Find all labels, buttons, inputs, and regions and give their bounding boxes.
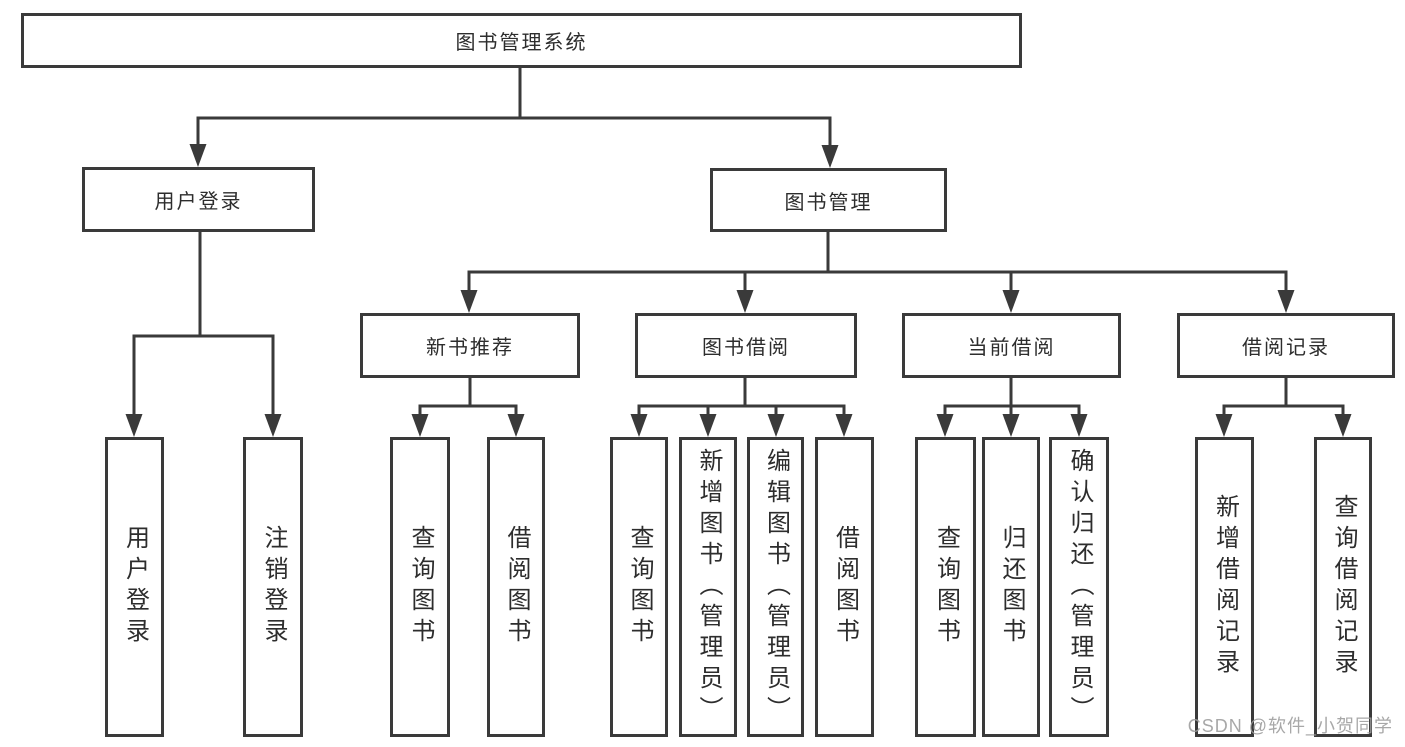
leaf-query-borrow-record-label: 查询借阅记录 bbox=[1330, 494, 1357, 680]
node-book-management: 图书管理 bbox=[710, 168, 947, 232]
leaf-logout-label: 注销登录 bbox=[260, 525, 287, 649]
leaf-query-borrow-record: 查询借阅记录 bbox=[1314, 437, 1372, 737]
leaf-confirm-return-admin-label: 确认归还（管理员） bbox=[1066, 447, 1093, 727]
leaf-query-books-borrow-label: 查询图书 bbox=[626, 525, 653, 649]
leaf-add-books-admin: 新增图书（管理员） bbox=[679, 437, 737, 737]
node-book-borrow: 图书借阅 bbox=[635, 313, 857, 378]
leaf-user-login-label: 用户登录 bbox=[121, 525, 149, 649]
node-user-login: 用户登录 bbox=[82, 167, 315, 232]
leaf-borrow-books-recommend: 借阅图书 bbox=[487, 437, 545, 737]
leaf-add-borrow-record: 新增借阅记录 bbox=[1195, 437, 1254, 737]
leaf-query-books-current-label: 查询图书 bbox=[932, 525, 960, 649]
leaf-query-books-current: 查询图书 bbox=[915, 437, 976, 737]
leaf-edit-books-admin-label: 编辑图书（管理员） bbox=[762, 447, 790, 727]
node-new-book-recommend: 新书推荐 bbox=[360, 313, 580, 378]
leaf-return-books: 归还图书 bbox=[982, 437, 1040, 737]
node-user-login-label: 用户登录 bbox=[154, 191, 243, 213]
leaf-borrow-books: 借阅图书 bbox=[815, 437, 874, 737]
node-book-management-label: 图书管理 bbox=[784, 191, 873, 214]
leaf-query-books-recommend-label: 查询图书 bbox=[407, 525, 434, 649]
leaf-borrow-books-recommend-label: 借阅图书 bbox=[503, 525, 530, 649]
leaf-edit-books-admin: 编辑图书（管理员） bbox=[747, 437, 804, 737]
leaf-user-login: 用户登录 bbox=[105, 437, 164, 737]
node-root: 图书管理系统 bbox=[21, 13, 1022, 68]
leaf-add-books-admin-label: 新增图书（管理员） bbox=[695, 447, 722, 727]
leaf-confirm-return-admin: 确认归还（管理员） bbox=[1049, 437, 1109, 737]
leaf-borrow-books-label: 借阅图书 bbox=[831, 525, 859, 649]
leaf-return-books-label: 归还图书 bbox=[998, 525, 1025, 649]
node-current-borrow-label: 当前借阅 bbox=[967, 337, 1056, 359]
node-root-label: 图书管理系统 bbox=[455, 32, 588, 54]
leaf-query-books-recommend: 查询图书 bbox=[390, 437, 450, 737]
leaf-add-borrow-record-label: 新增借阅记录 bbox=[1211, 494, 1239, 680]
node-new-book-recommend-label: 新书推荐 bbox=[426, 337, 514, 359]
node-borrow-records: 借阅记录 bbox=[1177, 313, 1395, 378]
node-book-borrow-label: 图书借阅 bbox=[702, 337, 790, 359]
node-borrow-records-label: 借阅记录 bbox=[1242, 337, 1330, 359]
leaf-logout: 注销登录 bbox=[243, 437, 303, 737]
node-current-borrow: 当前借阅 bbox=[902, 313, 1121, 378]
csdn-watermark: CSDN @软件_小贺同学 bbox=[1187, 716, 1393, 736]
leaf-query-books-borrow: 查询图书 bbox=[610, 437, 668, 737]
